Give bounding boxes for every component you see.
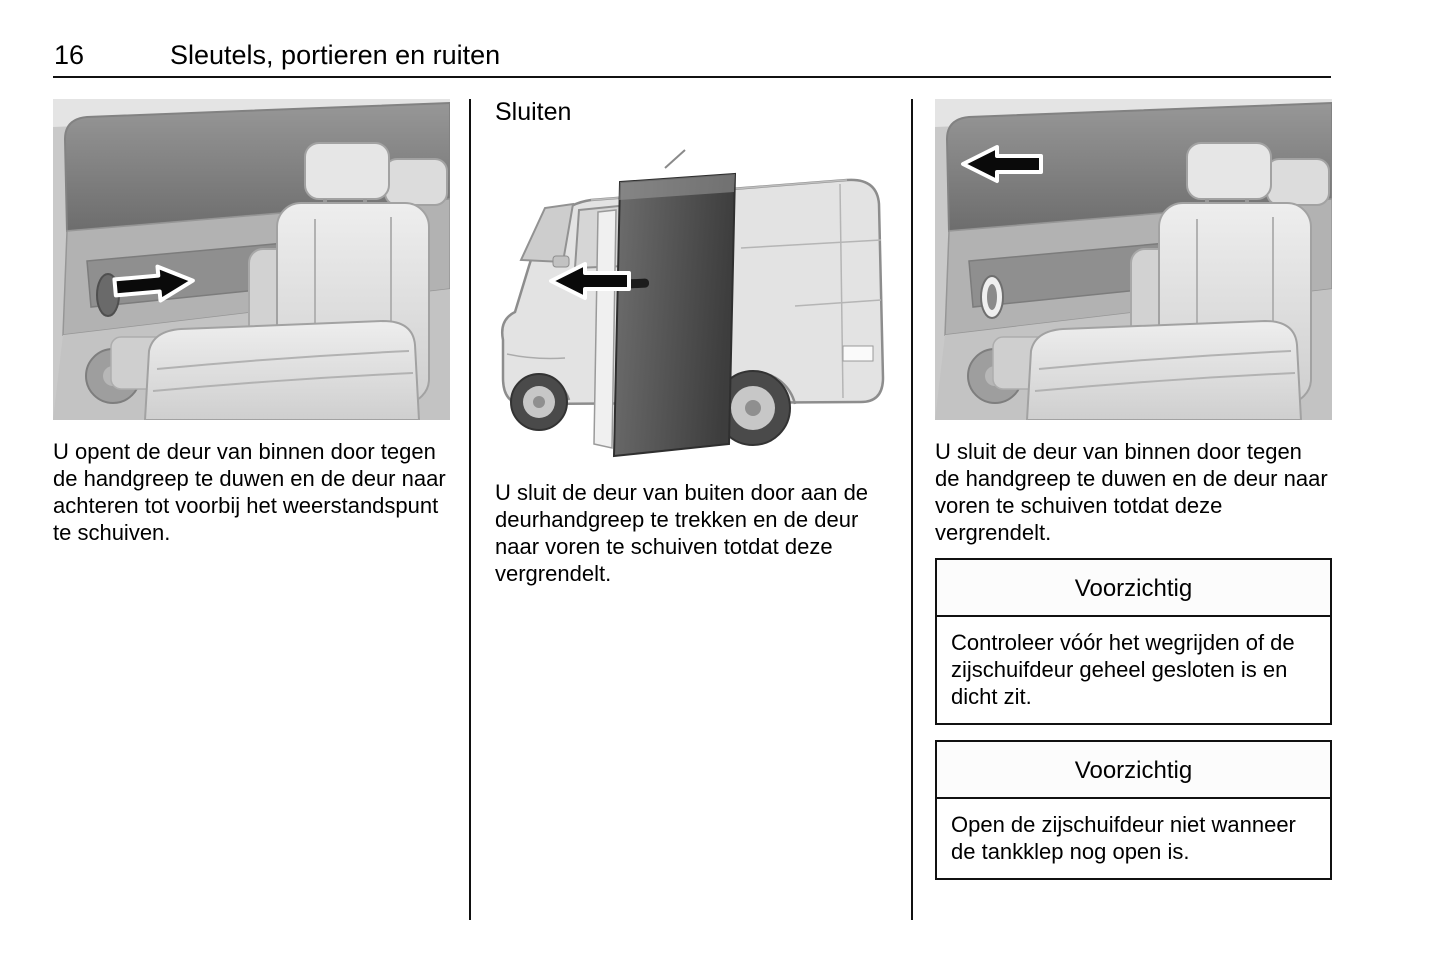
caution-text: Open de zijschuifdeur niet wanneer de ta… (951, 812, 1296, 864)
caution-title: Voorzichtig (937, 560, 1330, 617)
seat-headrest (1186, 142, 1272, 200)
caution-title: Voorzichtig (937, 742, 1330, 799)
side-mirror (552, 255, 570, 268)
column-divider-left (469, 99, 471, 920)
section-close-outside: Sluiten (495, 97, 891, 587)
section-close-inside: U sluit de deur van binnen door tegen de… (935, 99, 1333, 880)
windshield (519, 202, 575, 264)
door-handle (625, 278, 650, 289)
header-rule (53, 76, 1331, 78)
arrow-forward-icon (961, 145, 1043, 183)
interior-close-illustration (935, 99, 1333, 421)
figure-exterior-close (495, 148, 891, 461)
figure-interior-open (53, 99, 451, 421)
column-divider-right (911, 99, 913, 920)
caution-box-1: Voorzichtig Controleer vóór het wegrijde… (935, 558, 1332, 725)
figure-interior-close (935, 99, 1333, 421)
section-heading-sluiten: Sluiten (495, 98, 572, 126)
caption-open-inside: U opent de deur van binnen door tegen de… (53, 439, 446, 545)
license-plate (842, 345, 874, 362)
caption-close-outside: U sluit de deur van buiten door aan de d… (495, 480, 869, 586)
sliding-door (612, 172, 737, 458)
doorway-edge (593, 209, 617, 449)
chapter-title: Sleutels, portieren en ruiten (170, 40, 501, 70)
caution-text: Controleer vóór het wegrijden of de zijs… (951, 630, 1295, 709)
seat-cushion (1025, 319, 1303, 421)
page-number: 16 (54, 40, 85, 70)
arrow-rearward-icon (112, 264, 195, 303)
seat-cushion (143, 319, 421, 421)
seat-headrest (304, 142, 390, 200)
van-exterior-illustration (501, 149, 885, 458)
caution-box-2: Voorzichtig Open de zijschuifdeur niet w… (935, 740, 1332, 880)
arrow-forward-icon (549, 262, 631, 300)
section-open-inside: U opent de deur van binnen door tegen de… (53, 99, 451, 546)
interior-open-illustration (53, 99, 451, 421)
caption-close-inside: U sluit de deur van binnen door tegen de… (935, 439, 1328, 545)
